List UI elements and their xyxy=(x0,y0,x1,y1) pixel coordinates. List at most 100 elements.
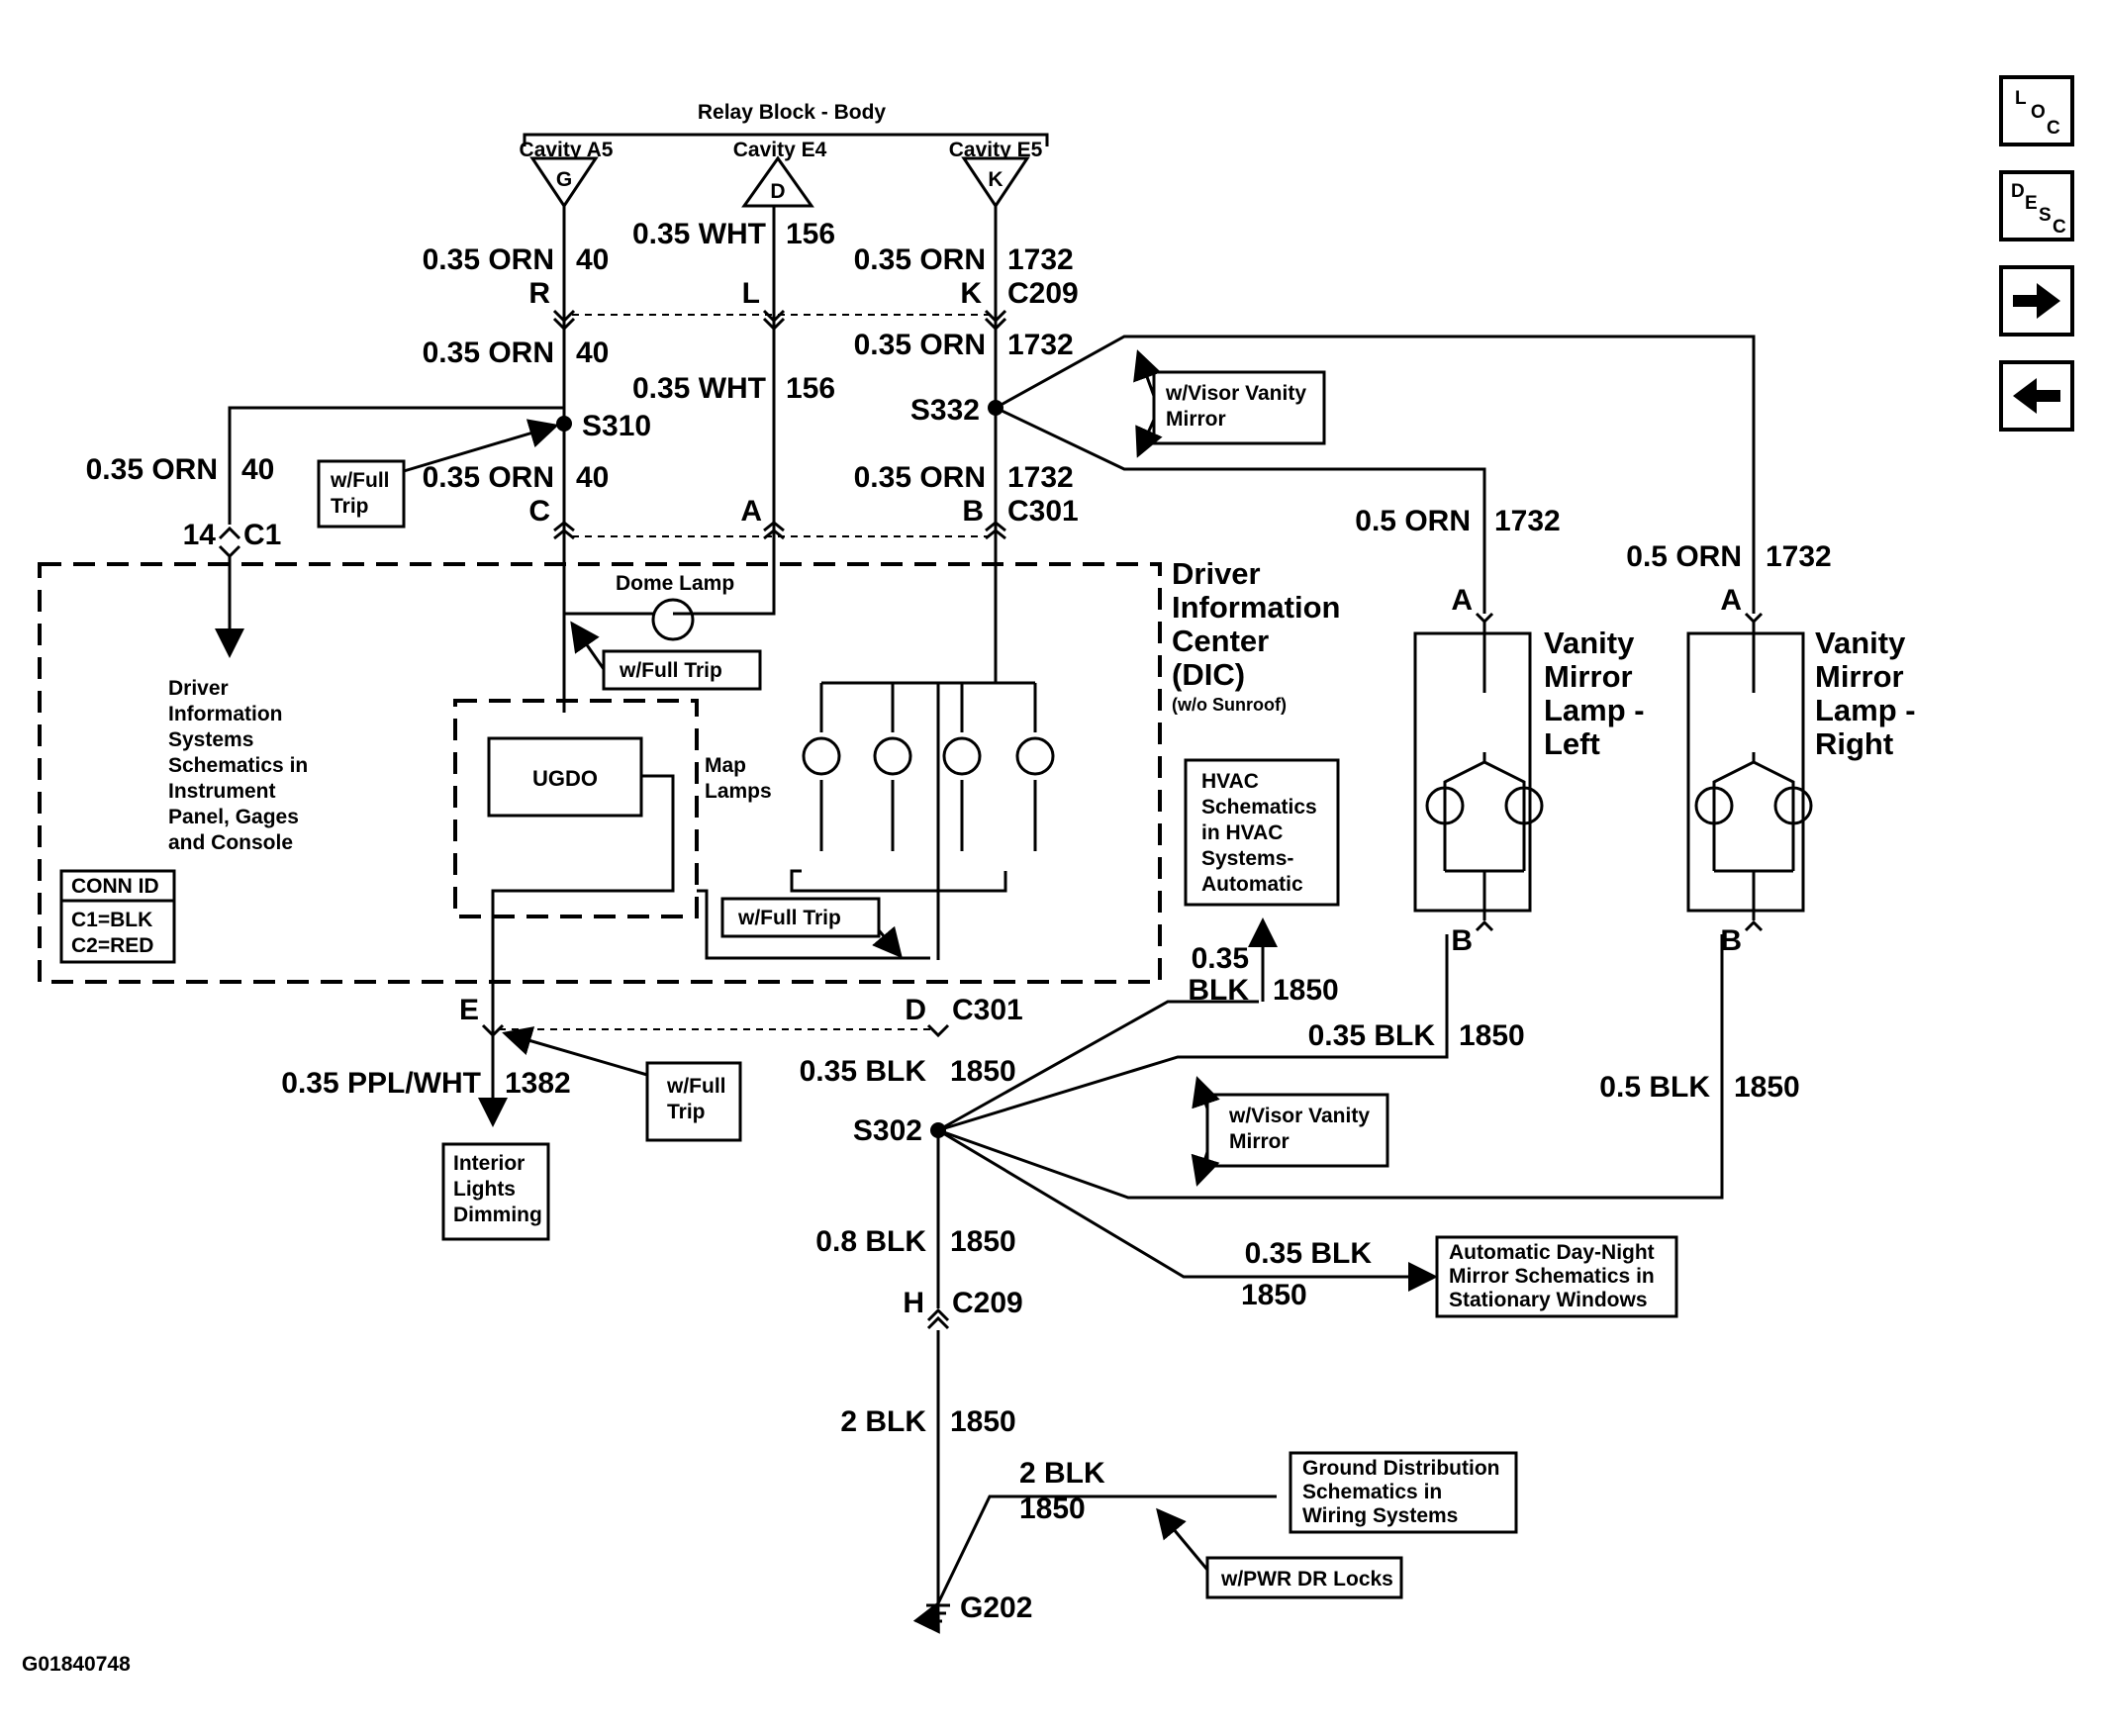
svg-text:Mirror: Mirror xyxy=(1544,659,1633,694)
svg-text:Schematics: Schematics xyxy=(1201,796,1317,819)
auto-day-night-mirror-reference: Automatic Day-Night Mirror Schematics in… xyxy=(1435,1235,1678,1318)
ground-distribution-reference: Ground Distribution Schematics in Wiring… xyxy=(1289,1451,1518,1534)
svg-text:Map: Map xyxy=(705,754,746,777)
dic-label: Driver Information Center (DIC) (w/o Sun… xyxy=(1172,556,1341,715)
relay-pin-g xyxy=(529,156,599,209)
svg-text:Lamps: Lamps xyxy=(705,780,772,803)
pwr-dr-locks-note: w/PWR DR Locks xyxy=(1205,1556,1403,1599)
wire-circuit: 1850 xyxy=(950,1405,1016,1438)
svg-text:Dimming: Dimming xyxy=(453,1204,542,1226)
svg-text:Lamp -: Lamp - xyxy=(1815,693,1916,727)
visor-vanity-note-2: w/Visor Vanity Mirror xyxy=(1205,1093,1389,1168)
pin-g-label: G xyxy=(556,168,572,191)
figure-id: G01840748 xyxy=(22,1653,131,1676)
wire-label: 2 BLK xyxy=(1019,1457,1105,1490)
wire-circuit: 1850 xyxy=(1459,1019,1525,1052)
svg-text:Center: Center xyxy=(1172,624,1269,658)
wire-label: 0.8 BLK xyxy=(815,1225,926,1258)
wire-circuit: 1850 xyxy=(1019,1493,1086,1525)
svg-text:Panel, Gages: Panel, Gages xyxy=(168,806,299,828)
wire-circuit: 40 xyxy=(241,453,274,486)
pin-k-label: K xyxy=(988,168,1003,191)
cavity-e4-label: Cavity E4 xyxy=(733,139,827,161)
wire-label: 0.35 BLK xyxy=(1245,1237,1373,1270)
connector-pin-label: A xyxy=(1451,584,1473,617)
wire-circuit: 40 xyxy=(576,461,609,494)
wire-circuit: 1732 xyxy=(1007,243,1074,276)
wire-label: 0.35 xyxy=(1192,942,1249,975)
connector-id-label: C301 xyxy=(952,994,1023,1026)
wire-circuit: 40 xyxy=(576,337,609,369)
loc-letter: C xyxy=(2047,118,2060,139)
loc-button[interactable]: L O C xyxy=(1999,75,2074,146)
connector-pin-label: B xyxy=(962,495,984,528)
vanity-mirror-left-label: Vanity Mirror Lamp - Left xyxy=(1544,626,1645,761)
wire-label: 0.35 WHT xyxy=(632,218,766,250)
svg-text:HVAC: HVAC xyxy=(1201,770,1259,793)
arrow-left-icon xyxy=(2013,378,2060,414)
desc-letter: E xyxy=(2025,193,2038,214)
wire-circuit: 156 xyxy=(786,218,835,250)
svg-text:Automatic: Automatic xyxy=(1201,873,1303,896)
wire-circuit: 1732 xyxy=(1007,329,1074,361)
wire-circuit: 1732 xyxy=(1766,540,1832,573)
ugdo-label: UGDO xyxy=(532,766,598,791)
splice-s310 xyxy=(556,416,572,432)
svg-text:Vanity: Vanity xyxy=(1815,626,1906,660)
conn-id-c2: C2=RED xyxy=(71,934,153,957)
wire-label: 0.35 ORN xyxy=(423,461,554,494)
wire-circuit: 1850 xyxy=(950,1225,1016,1258)
full-trip-note-2: w/Full Trip xyxy=(602,649,762,691)
full-trip-note-3: w/Full Trip xyxy=(720,897,881,938)
wire-label: 0.5 ORN xyxy=(1626,540,1742,573)
svg-text:Automatic Day-Night: Automatic Day-Night xyxy=(1449,1241,1655,1264)
connector-pin-label: B xyxy=(1720,924,1742,957)
cavity-a5-label: Cavity A5 xyxy=(520,139,614,161)
connector-pin-label: D xyxy=(905,994,926,1026)
svg-text:Left: Left xyxy=(1544,726,1600,761)
arrow-right-icon xyxy=(2013,283,2060,319)
conn-id-title: CONN ID xyxy=(71,875,159,898)
next-page-button[interactable] xyxy=(1999,265,2074,337)
visor-vanity-note-1: w/Visor Vanity Mirror xyxy=(1152,370,1326,445)
wire-label: 0.35 BLK xyxy=(1308,1019,1436,1052)
hvac-schematics-reference: HVAC Schematics in HVAC Systems- Automat… xyxy=(1184,758,1340,907)
svg-text:w/Full Trip: w/Full Trip xyxy=(619,659,722,682)
splice-s302-label: S302 xyxy=(853,1114,922,1147)
svg-text:Mirror: Mirror xyxy=(1229,1130,1290,1153)
relay-pin-d xyxy=(741,155,814,208)
loc-letter: L xyxy=(2015,88,2027,109)
desc-letter: D xyxy=(2011,181,2025,202)
svg-text:Systems-: Systems- xyxy=(1201,847,1293,870)
wire-label: 0.35 ORN xyxy=(854,329,986,361)
svg-text:w/Full: w/Full xyxy=(666,1075,726,1098)
svg-text:w/PWR DR Locks: w/PWR DR Locks xyxy=(1220,1568,1393,1591)
svg-text:Mirror: Mirror xyxy=(1815,659,1904,694)
interior-lights-reference: Interior Lights Dimming xyxy=(441,1142,550,1241)
connector-id-label: C301 xyxy=(1007,495,1079,528)
svg-text:w/Full Trip: w/Full Trip xyxy=(737,907,841,929)
svg-text:(w/o Sunroof): (w/o Sunroof) xyxy=(1172,695,1287,715)
connector-pin-label: 14 xyxy=(183,519,217,551)
wire-label: 0.35 ORN xyxy=(854,461,986,494)
connector-pin-label: H xyxy=(903,1287,924,1319)
svg-text:Lamp -: Lamp - xyxy=(1544,693,1645,727)
full-trip-note-4: w/Full Trip xyxy=(645,1061,742,1142)
full-trip-note-1: w/Full Trip xyxy=(317,459,406,529)
desc-button[interactable]: D E S C xyxy=(1999,170,2074,241)
previous-page-button[interactable] xyxy=(1999,360,2074,432)
connector-pin-label: E xyxy=(459,994,479,1026)
svg-text:Vanity: Vanity xyxy=(1544,626,1635,660)
wire-circuit: 1382 xyxy=(505,1067,571,1100)
ugdo-module xyxy=(487,736,643,818)
wire-circuit: 156 xyxy=(786,372,835,405)
svg-text:Systems: Systems xyxy=(168,728,253,751)
wire-label: 0.35 ORN xyxy=(423,243,554,276)
svg-text:Driver: Driver xyxy=(1172,556,1261,591)
wire-circuit: 1850 xyxy=(1273,974,1339,1007)
relay-block-title: Relay Block - Body xyxy=(698,101,887,124)
wire-label: 0.35 BLK xyxy=(800,1055,927,1088)
conn-id-box xyxy=(59,869,176,964)
loc-letter: O xyxy=(2031,102,2046,123)
